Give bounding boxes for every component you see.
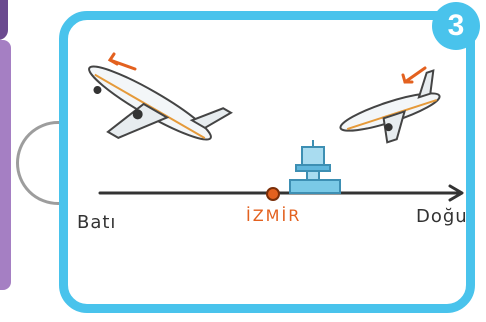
arrow-icon — [110, 54, 135, 69]
direction-axis — [100, 186, 462, 200]
control-tower-icon — [290, 140, 340, 193]
airplane-icon — [66, 40, 231, 180]
west-label: Batı — [77, 212, 116, 233]
step-number-badge: 3 — [432, 2, 480, 50]
location-dot-icon — [267, 188, 279, 200]
city-label: İZMİR — [246, 206, 301, 225]
airplane-icon — [333, 71, 450, 155]
east-label: Doğu — [416, 206, 468, 227]
arrow-icon — [403, 68, 425, 82]
